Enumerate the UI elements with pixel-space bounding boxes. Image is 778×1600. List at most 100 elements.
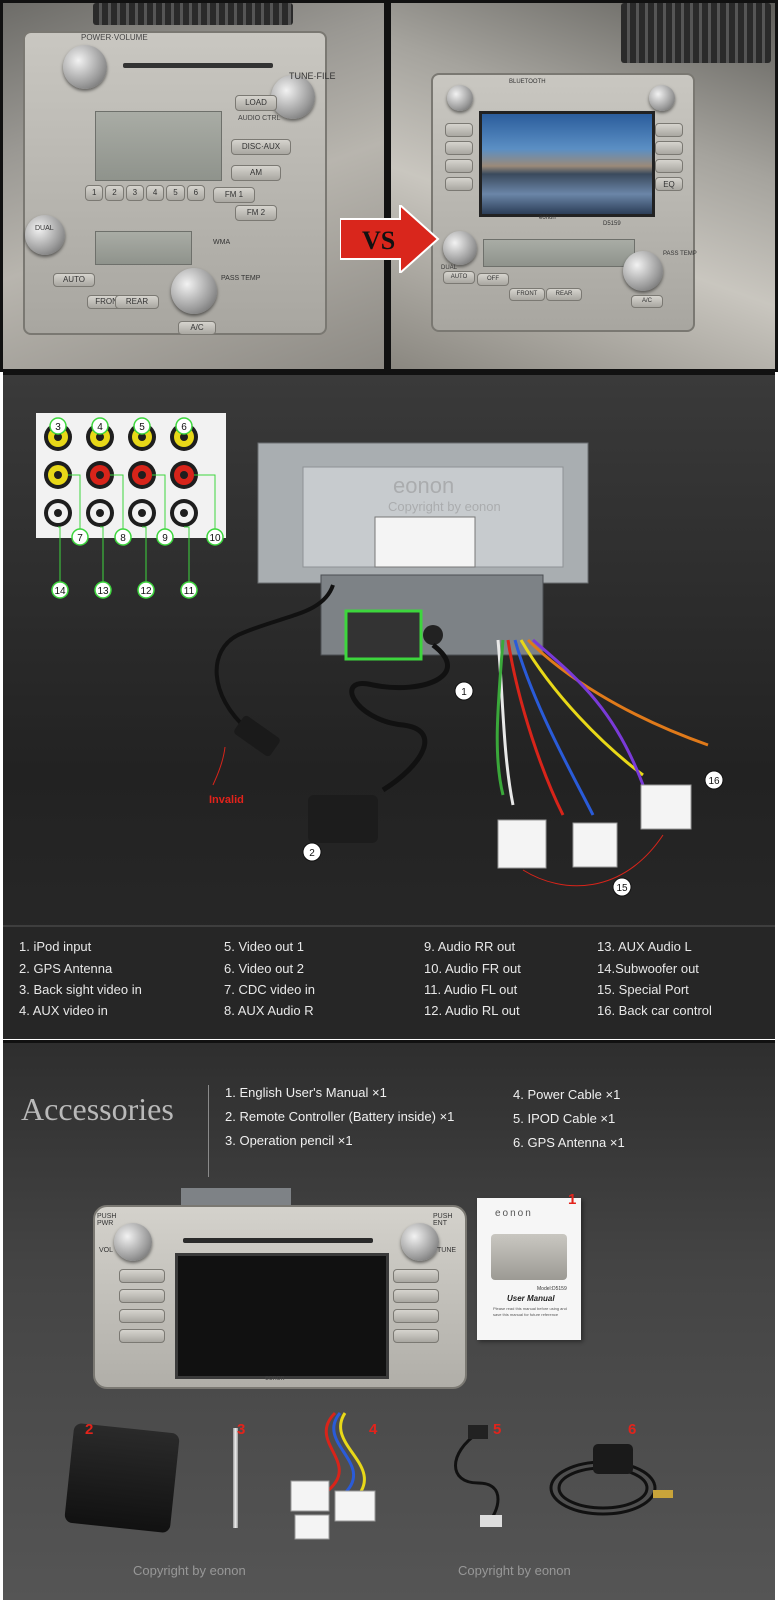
dual-climate-knob <box>25 215 65 255</box>
connection-legend: 1. iPod input 2. GPS Antenna 3. Back sig… <box>3 925 775 1039</box>
off-button: OFF <box>477 273 509 286</box>
right-button <box>393 1289 439 1303</box>
arrow-shape <box>340 205 440 273</box>
green-callout: 9 <box>152 474 174 546</box>
model-label: D5159 <box>603 221 621 227</box>
callout-line <box>522 834 664 887</box>
side-button <box>655 123 683 137</box>
callout-text: 2 <box>309 848 315 859</box>
ipod-cable <box>454 1425 502 1527</box>
legend-item: 1. iPod input <box>19 939 92 954</box>
legend-item: 13. AUX Audio L <box>597 939 692 954</box>
green-callout: 14 <box>51 526 69 599</box>
cd-slot <box>123 63 273 68</box>
aux-cable <box>214 584 335 732</box>
green-callout: 7 <box>68 474 89 546</box>
temp-knob <box>623 251 663 291</box>
side-button <box>445 177 473 191</box>
brand-label: eonon <box>539 215 556 221</box>
callout-text: 7 <box>77 533 83 544</box>
callout-text: 8 <box>120 533 126 544</box>
item-number: 3 <box>237 1421 246 1438</box>
rca-jack <box>86 499 114 527</box>
tune-knob <box>401 1223 439 1261</box>
jack-grid <box>44 423 198 527</box>
climate-lcd <box>483 239 635 267</box>
rca-jack <box>170 461 198 489</box>
comparison-section: POWER·VOLUME TUNE·FILE LOAD AUDIO CTRL D… <box>0 0 778 372</box>
legend-item: 7. CDC video in <box>224 982 316 997</box>
rca-jack <box>170 499 198 527</box>
legend-item: 14.Subwoofer out <box>597 961 699 976</box>
accessory-item: 5. IPOD Cable ×1 <box>513 1111 616 1126</box>
item-number: 2 <box>85 1421 94 1438</box>
photo-callout-15: 15 <box>612 877 632 897</box>
item-number: 6 <box>628 1421 637 1438</box>
preset-button: 6 <box>186 185 205 201</box>
item-number: 4 <box>369 1421 378 1438</box>
operation-pencil <box>233 1428 238 1528</box>
green-callout: 12 <box>137 526 155 599</box>
tune-knob <box>649 85 675 111</box>
vs-label: VS <box>362 226 395 255</box>
accessories-section: Accessories 1. English User's Manual ×1 … <box>3 1040 775 1600</box>
power-volume-label: POWER·VOLUME <box>81 33 148 42</box>
watermark-brand: eonon <box>393 473 454 498</box>
left-button <box>119 1269 165 1283</box>
left-button <box>119 1289 165 1303</box>
manual-note: Please read this manual before using and… <box>493 1306 567 1317</box>
invalid-pointer <box>212 746 226 786</box>
gps-antenna <box>308 795 378 843</box>
front-defrost-button: FRONT <box>509 288 545 301</box>
manual-unit-image <box>491 1234 567 1280</box>
watermark: Copyright by eonon <box>458 1563 571 1578</box>
load-button: LOAD <box>235 95 277 111</box>
green-callout: 3 <box>49 417 67 435</box>
fm1-button: FM 1 <box>213 187 255 203</box>
tune-file-label: TUNE·FILE <box>289 71 336 81</box>
power-volume-knob <box>63 45 107 89</box>
stock-lcd <box>95 111 222 181</box>
preset-button: 1 <box>85 185 104 201</box>
accessory-item: 2. Remote Controller (Battery inside) ×1 <box>225 1109 455 1124</box>
side-button <box>445 159 473 173</box>
preset-button: 3 <box>125 185 144 201</box>
callout-text: 9 <box>162 533 168 544</box>
unit-top-chassis <box>181 1188 291 1206</box>
side-button <box>655 141 683 155</box>
callout-text: 4 <box>97 422 103 433</box>
green-callout: 4 <box>91 417 109 435</box>
disc-aux-button: DISC·AUX <box>231 139 291 155</box>
legend-item: 12. Audio RL out <box>424 1003 520 1018</box>
item-number: 5 <box>493 1421 502 1438</box>
left-button <box>119 1309 165 1323</box>
legend-item: 6. Video out 2 <box>224 961 304 976</box>
ac-button: A/C <box>631 295 663 308</box>
watermark: Copyright by eonon <box>133 1563 246 1578</box>
green-callout: 5 <box>133 417 151 435</box>
accessory-item: 3. Operation pencil ×1 <box>225 1133 353 1148</box>
rca-jack <box>128 499 156 527</box>
air-vent <box>621 3 771 63</box>
right-button <box>393 1309 439 1323</box>
photo-callout-16: 16 <box>704 770 724 790</box>
accessory-item: 4. Power Cable ×1 <box>513 1087 621 1102</box>
left-button <box>119 1329 165 1343</box>
manual-model: Model:D5159 <box>537 1286 567 1292</box>
photo-callout-1: 1 <box>454 681 474 701</box>
callout-text: 13 <box>97 586 109 597</box>
item-number: 1 <box>568 1191 577 1208</box>
stock-radio-photo: POWER·VOLUME TUNE·FILE LOAD AUDIO CTRL D… <box>3 3 384 369</box>
vs-arrow: VS <box>340 205 440 273</box>
remote-controller <box>64 1422 180 1534</box>
invalid-label: Invalid <box>209 794 244 806</box>
legend-item: 2. GPS Antenna <box>19 961 113 976</box>
accessory-item: 6. GPS Antenna ×1 <box>513 1135 625 1150</box>
auto-button: AUTO <box>53 273 95 287</box>
green-callout: 6 <box>175 417 193 435</box>
accessory-item: 1. English User's Manual ×1 <box>225 1085 387 1100</box>
am-button: AM <box>231 165 281 181</box>
side-button <box>655 159 683 173</box>
harness-connector <box>640 784 692 830</box>
callout-text: 15 <box>616 883 628 894</box>
